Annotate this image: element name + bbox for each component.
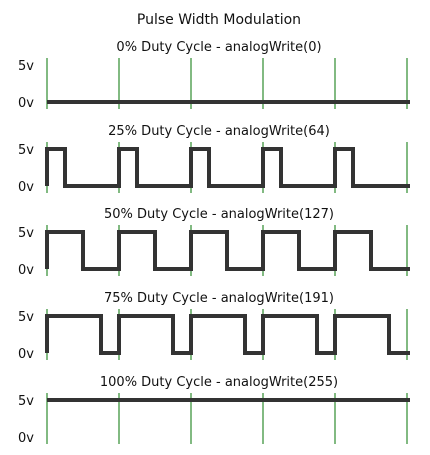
pwm-panel: 25% Duty Cycle - analogWrite(64) 5v 0v xyxy=(18,124,410,195)
high-level-label: 5v xyxy=(18,310,34,325)
pwm-waveform xyxy=(45,147,410,188)
pwm-waveform xyxy=(45,230,410,271)
high-level-label: 5v xyxy=(18,143,34,158)
pwm-panel: 75% Duty Cycle - analogWrite(191) 5v 0v xyxy=(18,291,410,362)
high-level-label: 5v xyxy=(18,59,34,74)
pwm-panel: 50% Duty Cycle - analogWrite(127) 5v 0v xyxy=(18,207,410,278)
panel-title: 75% Duty Cycle - analogWrite(191) xyxy=(104,291,334,306)
low-level-label: 0v xyxy=(18,96,34,111)
high-level-label: 5v xyxy=(18,226,34,241)
panel-title: 100% Duty Cycle - analogWrite(255) xyxy=(100,375,338,390)
pwm-panel: 100% Duty Cycle - analogWrite(255) 5v 0v xyxy=(18,375,410,446)
low-level-label: 0v xyxy=(18,431,34,446)
pwm-waveform xyxy=(45,314,410,355)
panel-title: 50% Duty Cycle - analogWrite(127) xyxy=(104,207,334,222)
high-level-label: 5v xyxy=(18,394,34,409)
low-level-label: 0v xyxy=(18,347,34,362)
panel-title: 25% Duty Cycle - analogWrite(64) xyxy=(108,124,330,139)
panel-title: 0% Duty Cycle - analogWrite(0) xyxy=(116,40,321,55)
diagram-title: Pulse Width Modulation xyxy=(137,12,301,28)
low-level-label: 0v xyxy=(18,180,34,195)
pwm-panel: 0% Duty Cycle - analogWrite(0) 5v 0v xyxy=(18,40,410,111)
low-level-label: 0v xyxy=(18,263,34,278)
